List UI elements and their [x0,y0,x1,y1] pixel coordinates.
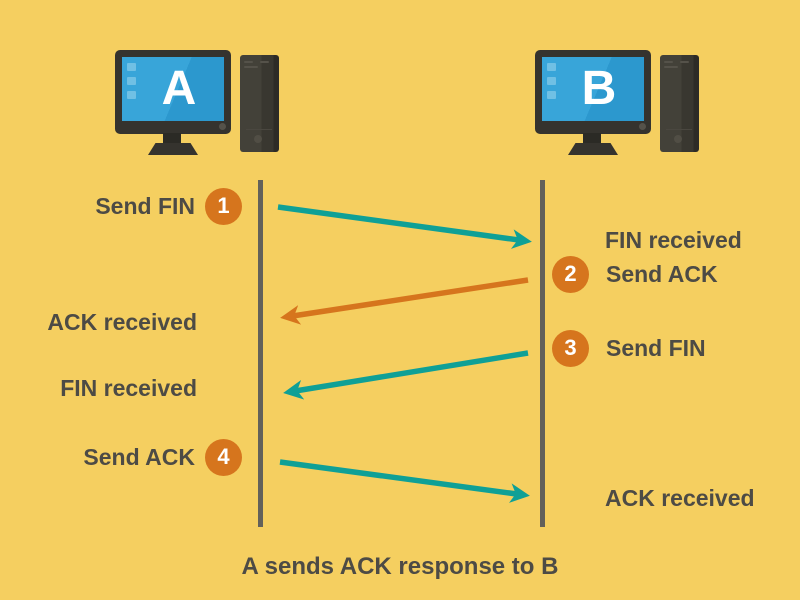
monitor-b-screen: B [542,57,644,121]
monitor-a: A [115,50,231,134]
node-a-label: A [161,62,197,115]
folder-icon [127,91,136,99]
tower-slot-icon [666,129,692,130]
folder-icon [127,63,136,71]
arrow-ack-b-to-a [280,277,529,325]
lifeline-b [540,180,545,527]
event-label: Send ACK [606,260,718,287]
tower-a [240,55,279,152]
folder-icons [547,63,557,105]
event-label: Send FIN [606,334,706,361]
lifeline-a [258,180,263,527]
diagram-caption: A sends ACK response to B [241,553,559,580]
event-label: FIN received [605,226,742,253]
arrow-fin-b-to-a [283,350,529,400]
arrow-ack-a-to-b [279,459,530,503]
computer-b: B [530,45,705,160]
tower-vent-icon [244,61,253,63]
event-ack-received-b: ACK received [552,478,797,518]
monitor-stand-base [568,143,618,155]
step-badge-1: 1 [205,187,242,225]
step-badge-3: 3 [552,329,589,367]
event-send-fin-a: Send FIN 1 [20,186,242,226]
event-send-ack-b: 2 Send ACK [552,254,797,294]
tower-power-button-icon [674,135,682,143]
monitor-power-button-icon [219,123,226,130]
tower-vent-icon [260,61,269,63]
tower-b [660,55,699,152]
step-badge-2: 2 [552,255,589,293]
event-fin-received-b: FIN received [552,220,797,260]
monitor-stand-base [148,143,198,155]
folder-icon [127,77,136,85]
event-fin-received-a: FIN received [20,368,242,408]
tower-power-button-icon [254,135,262,143]
event-label: ACK received [605,484,755,511]
step-badge-4: 4 [205,438,242,476]
event-send-fin-b: 3 Send FIN [552,328,797,368]
tower-vent-icon [244,66,258,68]
computer-a: A [110,45,285,160]
tower-vent-icon [680,61,689,63]
monitor-power-button-icon [639,123,646,130]
folder-icons [127,63,137,105]
tower-vent-icon [664,66,678,68]
tower-vent-icon [664,61,673,63]
event-send-ack-a: Send ACK 4 [20,437,242,477]
tower-slot-icon [246,129,272,130]
event-label: Send ACK [83,443,195,470]
folder-icon [547,91,556,99]
event-label: Send FIN [95,192,195,219]
event-label: ACK received [47,308,197,335]
event-label: FIN received [60,374,197,401]
event-ack-received-a: ACK received [20,302,242,342]
monitor-b: B [535,50,651,134]
arrow-fin-a-to-b [277,204,532,249]
monitor-a-screen: A [122,57,224,121]
node-b-label: B [581,62,617,115]
folder-icon [547,63,556,71]
monitor-stand [163,133,181,144]
monitor-stand [583,133,601,144]
folder-icon [547,77,556,85]
